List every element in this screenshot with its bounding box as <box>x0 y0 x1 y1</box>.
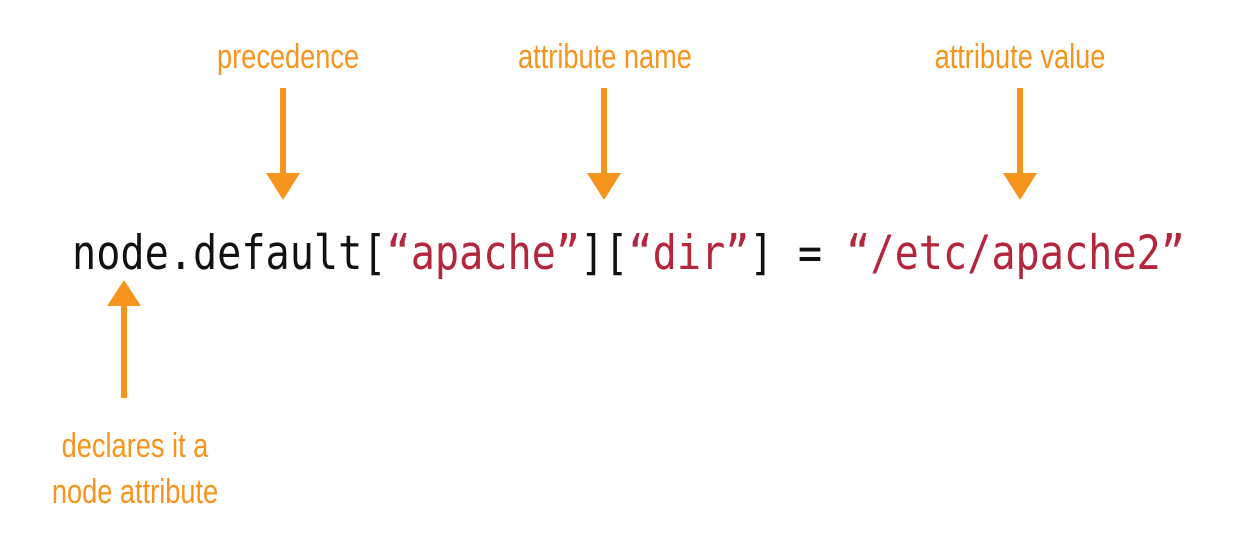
declares-node-attribute-label: declares it a node attribute <box>39 423 231 515</box>
declares-label-line-2: node attribute <box>51 473 219 511</box>
declares-arrow <box>107 280 141 398</box>
code-value-path: “/etc/apache2” <box>846 226 1185 281</box>
code-line: node.default[“apache”][“dir”] = “/etc/ap… <box>72 224 1185 284</box>
precedence-arrow <box>266 88 300 200</box>
precedence-label: precedence <box>217 38 360 76</box>
attribute-value-arrow <box>1003 88 1037 200</box>
code-node-default: node.default[ <box>72 226 387 281</box>
attribute-name-label: attribute name <box>518 38 692 76</box>
code-key-apache: “apache” <box>386 226 581 281</box>
code-brackets: ][ <box>580 226 629 281</box>
declares-label-line-1: declares it a <box>61 427 209 465</box>
code-assign: ] = <box>749 226 847 281</box>
attribute-name-arrow <box>587 88 621 200</box>
attribute-value-label: attribute value <box>934 38 1106 76</box>
code-key-dir: “dir” <box>628 226 750 281</box>
